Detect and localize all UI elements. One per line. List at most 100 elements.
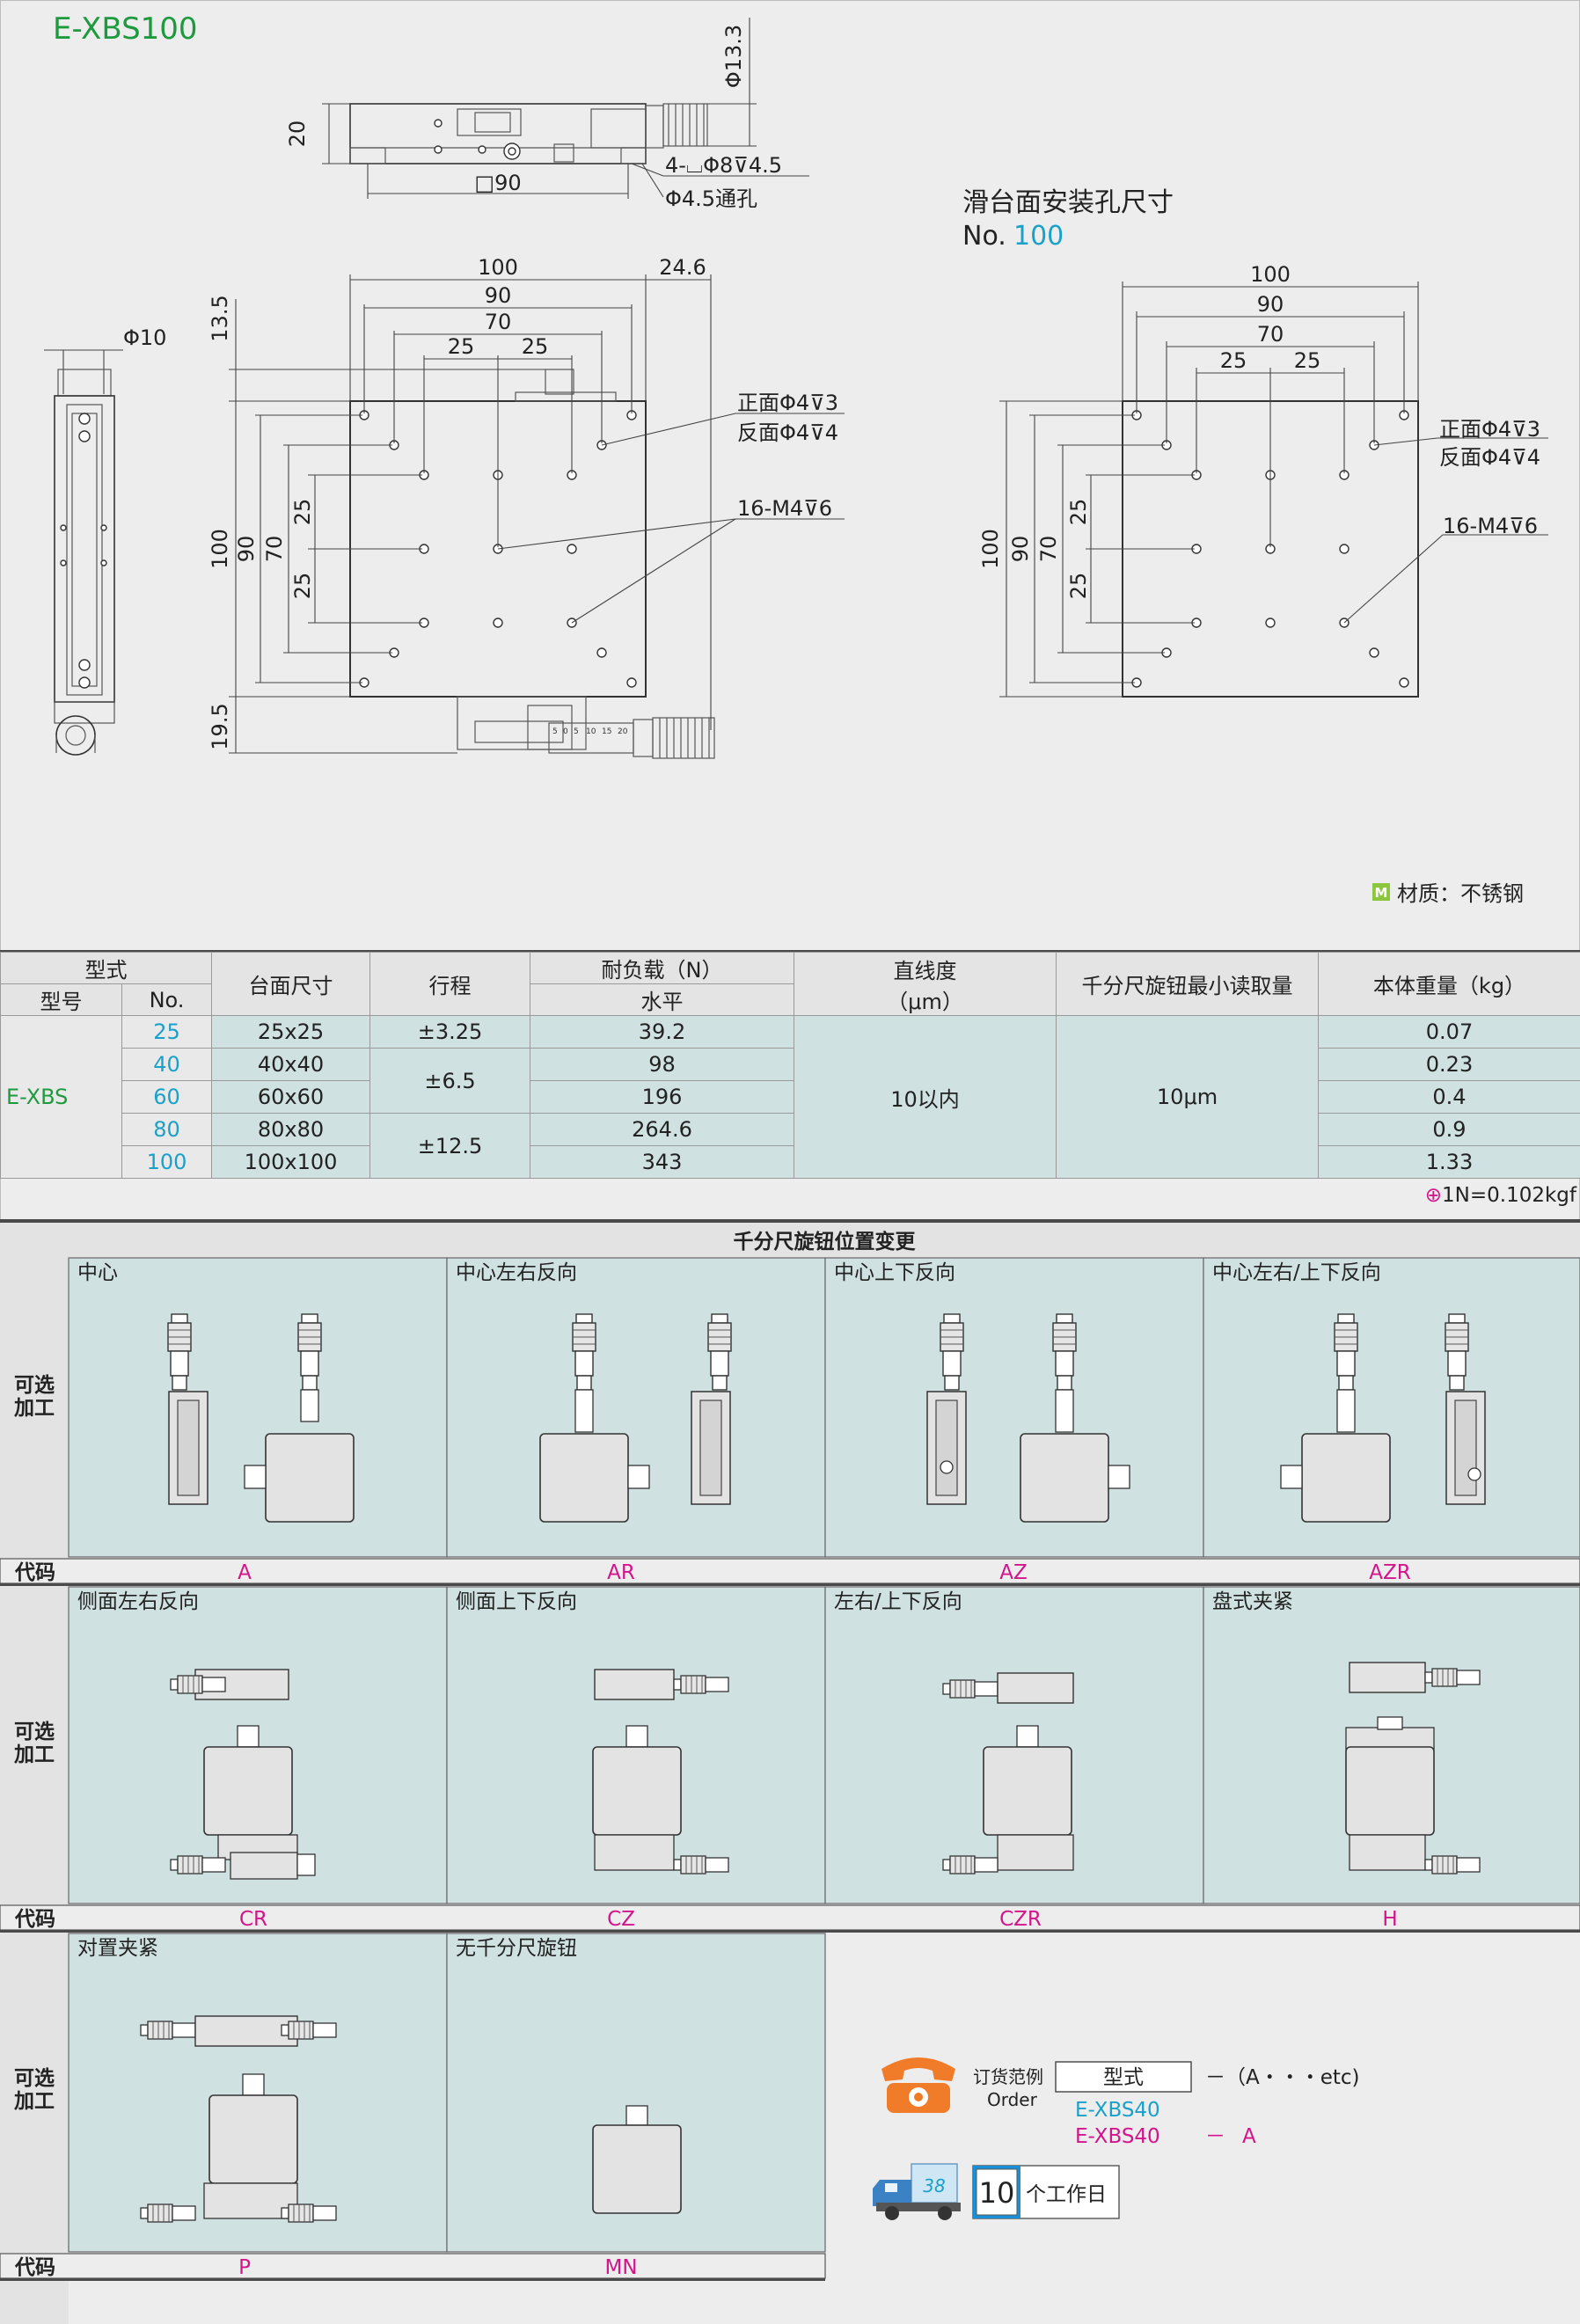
- option-code: AR: [607, 1561, 635, 1584]
- side-label-row3: 可选 加工: [13, 2067, 55, 2113]
- dim-d19-5: 19.5: [208, 703, 232, 749]
- option-code: H: [1382, 1908, 1397, 1931]
- th-weight: 本体重量（kg）: [1318, 952, 1580, 1016]
- illustration-option-cr: [170, 1669, 316, 1880]
- th-straightness-unit: （μm）: [887, 989, 963, 1014]
- material-badge-icon: [1372, 883, 1390, 901]
- side-elevation-view: 20 Φ13.3 □90 4-⌴Φ8⊽4.5 Φ4.5通孔: [285, 18, 809, 211]
- th-table-size: 台面尺寸: [211, 952, 370, 1016]
- dim-d13-5: 13.5: [208, 295, 232, 341]
- cell-load: 264.6: [530, 1113, 794, 1146]
- illustration-option-czr: [942, 1672, 1074, 1875]
- material-badge-letter: M: [1375, 885, 1388, 901]
- side-label: 加工: [13, 1397, 55, 1420]
- table-row: 80 80x80 ±12.5 264.6 0.9: [1, 1113, 1580, 1179]
- code-label: 代码: [14, 2256, 55, 2279]
- options-grid: 千分尺旋钮位置变更 可选 加工 可选 加工 可选 加工 代码 代码 代码 中心 …: [0, 1219, 1580, 2324]
- end-view: Φ10: [44, 325, 166, 756]
- options-header: 千分尺旋钮位置变更: [734, 1230, 917, 1253]
- option-label: 对置夹紧: [77, 1937, 158, 1960]
- technical-drawing: E-XBS100 20 Φ13.3 □90: [44, 11, 1548, 906]
- table-row: E-XBS 25 25x25 ±3.25 39.2 10以内 10μm 0.07: [0, 1015, 1580, 1179]
- cell-load: 98: [530, 1048, 794, 1081]
- order-example: 订货范例 Order 型式 －（A・・・etc) E-XBS40 E-XBS40…: [881, 2057, 1360, 2148]
- option-label: 中心上下反向: [834, 1261, 955, 1284]
- cell-size: 60x60: [211, 1080, 370, 1114]
- side-label: 可选: [14, 1721, 55, 1743]
- illustration-option-azr: [1280, 1313, 1486, 1523]
- counterbore-note: 4-⌴Φ8⊽4.5: [665, 153, 782, 178]
- option-label: 左右/上下反向: [834, 1590, 962, 1613]
- cell-straightness: 10以内: [794, 1015, 1057, 1179]
- cell-load: 39.2: [530, 1015, 794, 1049]
- truck-icon: 38: [873, 2163, 961, 2220]
- dim-w25a: 25: [448, 334, 475, 359]
- dim-h90: 90: [234, 536, 259, 563]
- table-row: 60 60x60 196 0.4: [1, 1080, 1580, 1114]
- top-view: 5 0 5 10 15 20 100 24.6 90: [208, 255, 845, 759]
- dim-phi10: Φ10: [123, 325, 166, 350]
- mount-dim-h25a: 25: [1066, 499, 1091, 526]
- cell-stroke: ±3.25: [369, 1015, 530, 1049]
- option-label: 盘式夹紧: [1212, 1590, 1293, 1613]
- mount-title: 滑台面安装孔尺寸: [962, 187, 1174, 218]
- order-example-2-model: E-XBS40: [1075, 2125, 1160, 2148]
- cell-model: E-XBS: [0, 1015, 122, 1179]
- cell-size: 80x80: [211, 1113, 370, 1146]
- th-straightness-label: 直线度: [893, 958, 957, 983]
- mount-dim-h25b: 25: [1066, 573, 1091, 600]
- mount-hole-note-front: 正面Φ4⊽3: [1439, 417, 1540, 442]
- option-label: 中心左右/上下反向: [1212, 1261, 1381, 1284]
- table-row: 40 40x40 ±6.5 98 0.23: [1, 1048, 1580, 1114]
- unit-note-text: 1N=0.102kgf: [1442, 1184, 1576, 1207]
- th-micrometer: 千分尺旋钮最小读取量: [1056, 952, 1319, 1016]
- delivery-block: 38 10 个工作日: [873, 2163, 1120, 2220]
- dim-h25a: 25: [290, 499, 315, 526]
- delivery-days-text: 个工作日: [1026, 2183, 1107, 2206]
- cell-weight: 1.33: [1318, 1145, 1580, 1179]
- mount-hole-view: 滑台面安装孔尺寸 No. 100 100 90 70 25 25: [962, 187, 1548, 698]
- cell-weight: 0.4: [1318, 1080, 1580, 1114]
- dim-w25b: 25: [522, 334, 549, 359]
- option-code: CZR: [999, 1908, 1042, 1931]
- option-label: 中心左右反向: [456, 1261, 577, 1284]
- spec-table: 型式 台面尺寸 行程 耐负载（N） 直线度 （μm） 千分尺旋钮最小读取量 本体…: [0, 952, 1580, 1179]
- through-hole-note: Φ4.5通孔: [665, 186, 757, 211]
- option-label: 无千分尺旋钮: [456, 1937, 577, 1960]
- scale-mark-5: 20: [618, 727, 628, 736]
- phone-icon: [881, 2057, 955, 2113]
- dim-square-90: □90: [474, 171, 521, 195]
- dim-w70: 70: [485, 310, 512, 334]
- cell-load: 196: [530, 1080, 794, 1114]
- note-marker-icon: ⊕: [1424, 1184, 1443, 1207]
- scale-mark-0: 5: [552, 727, 558, 736]
- th-straightness: 直线度 （μm）: [794, 952, 1057, 1016]
- mount-dim-w90: 90: [1257, 292, 1284, 317]
- truck-text: 38: [923, 2175, 945, 2196]
- order-suffix: －（A・・・etc): [1205, 2066, 1360, 2089]
- side-label: 可选: [14, 1374, 55, 1397]
- illustration-option-cz: [592, 1669, 729, 1875]
- option-code: A: [238, 1561, 252, 1584]
- mount-dim-h70: 70: [1036, 536, 1061, 563]
- th-model: 型号: [0, 983, 122, 1016]
- dim-h25b: 25: [290, 573, 315, 600]
- mount-dim-w25b: 25: [1294, 348, 1321, 373]
- mount-dim-w70: 70: [1257, 322, 1284, 347]
- cell-size: 100x100: [211, 1145, 370, 1179]
- dim-w100: 100: [478, 255, 518, 280]
- illustration-option-a: [167, 1313, 355, 1523]
- th-load-group: 耐负载（N）: [530, 952, 794, 984]
- unit-note: ⊕1N=0.102kgf: [1425, 1184, 1576, 1207]
- order-type-box: [1055, 2061, 1192, 2093]
- cell-weight: 0.23: [1318, 1048, 1580, 1081]
- order-box-text: 型式: [1103, 2066, 1144, 2089]
- cell-no: 80: [121, 1113, 212, 1146]
- option-label: 中心: [77, 1261, 118, 1284]
- mount-no-value: 100: [1013, 221, 1064, 252]
- code-label: 代码: [14, 1908, 55, 1931]
- order-example-1: E-XBS40: [1075, 2099, 1160, 2122]
- th-load-h: 水平: [530, 983, 794, 1016]
- th-no: No.: [121, 983, 212, 1016]
- cell-weight: 0.9: [1318, 1113, 1580, 1146]
